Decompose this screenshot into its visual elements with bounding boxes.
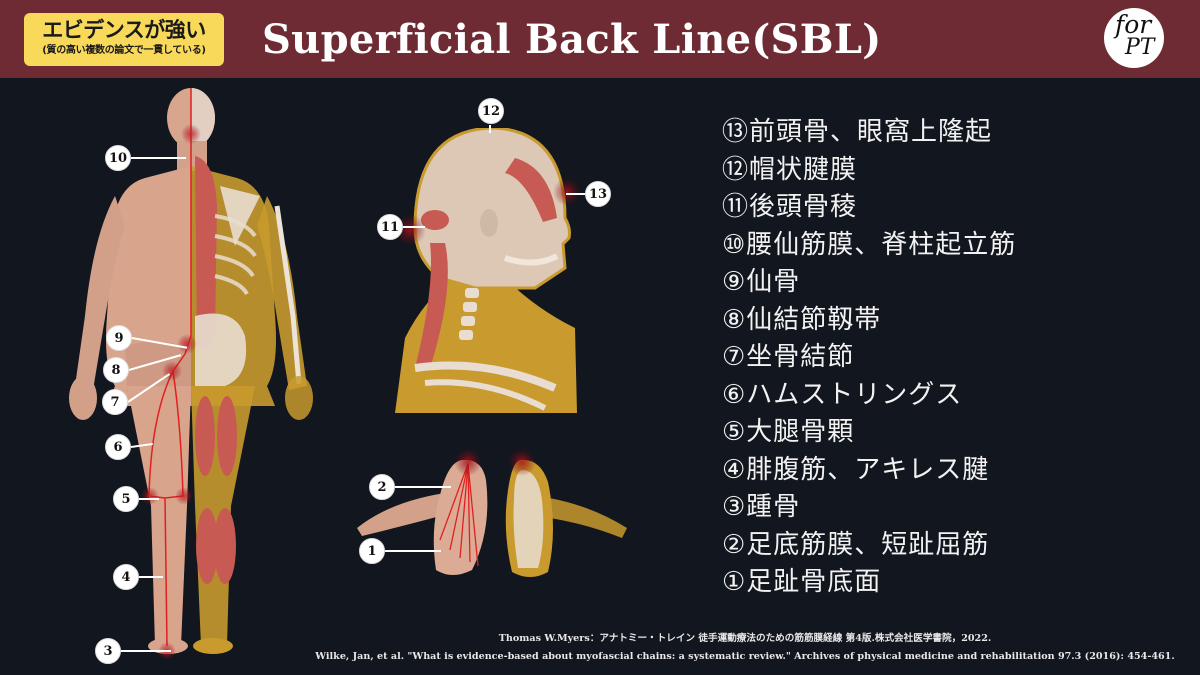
leader-line-5 [139, 498, 159, 500]
reference-wilke: Wilke, Jan, et al. "What is evidence-bas… [315, 651, 1175, 662]
leader-line-13 [566, 193, 586, 195]
page-title: Superficial Back Line(SBL) [262, 16, 882, 63]
anatomy-label-list: ⑬前頭骨、眼窩上隆起 ⑫帽状腱膜 ⑪後頭骨稜 ⑩腰仙筋膜、脊柱起立筋 ⑨仙骨 ⑧… [722, 114, 1192, 602]
leader-line-2 [395, 486, 451, 488]
leader-line-3 [121, 650, 171, 652]
forpt-logo: for PT [1104, 8, 1164, 68]
callout-10: 10 [105, 145, 131, 171]
label-5: ⑤大腿骨顆 [722, 417, 855, 447]
lateral-head-figure [385, 126, 585, 413]
header-bar: エビデンスが強い (質の高い複数の論文で一貫している) Superficial … [0, 0, 1200, 78]
callout-12: 12 [478, 98, 504, 124]
label-3: ③踵骨 [722, 492, 801, 522]
label-13: ⑬前頭骨、眼窩上隆起 [722, 117, 993, 147]
callout-1: 1 [359, 538, 385, 564]
posterior-body-figure [55, 86, 325, 666]
callout-9: 9 [106, 325, 132, 351]
callout-4: 4 [113, 564, 139, 590]
evidence-badge-title: エビデンスが強い [42, 18, 206, 42]
label-7: ⑦坐骨結節 [722, 342, 855, 372]
label-2: ②足底筋膜、短趾屈筋 [722, 529, 990, 560]
callout-13: 13 [585, 181, 611, 207]
posterior-body-illustration [69, 88, 313, 660]
plantar-feet-illustration [357, 448, 627, 577]
leader-line-12 [489, 125, 491, 133]
callout-5: 5 [113, 486, 139, 512]
label-9: ⑨仙骨 [722, 267, 801, 297]
label-12: ⑫帽状腱膜 [722, 154, 858, 185]
leader-line-11 [403, 226, 425, 228]
lateral-head-illustration [394, 126, 581, 413]
leader-line-1 [385, 550, 441, 552]
callout-11: 11 [377, 214, 403, 240]
label-10: ⑩腰仙筋膜、脊柱起立筋 [722, 229, 1017, 260]
callout-3: 3 [95, 638, 121, 664]
evidence-badge: エビデンスが強い (質の高い複数の論文で一貫している) [24, 13, 224, 66]
callout-8: 8 [103, 357, 129, 383]
evidence-badge-subtitle: (質の高い複数の論文で一貫している) [42, 45, 206, 56]
leader-line-10 [131, 157, 186, 159]
label-6: ⑥ハムストリングス [722, 379, 963, 410]
label-11: ⑪後頭骨稜 [722, 192, 858, 222]
label-1: ①足趾骨底面 [722, 567, 882, 597]
plantar-feet-figure [352, 440, 632, 590]
references: Thomas W.Myers：アナトミー・トレイン 徒手運動療法のための筋筋膜経… [290, 630, 1200, 666]
leader-line-4 [139, 576, 163, 578]
label-4: ④腓腹筋、アキレス腱 [722, 454, 990, 485]
label-8: ⑧仙結節靱帯 [722, 304, 882, 335]
reference-myers: Thomas W.Myers：アナトミー・トレイン 徒手運動療法のための筋筋膜経… [498, 633, 992, 644]
callout-7: 7 [102, 389, 128, 415]
callout-2: 2 [369, 474, 395, 500]
callout-6: 6 [105, 434, 131, 460]
